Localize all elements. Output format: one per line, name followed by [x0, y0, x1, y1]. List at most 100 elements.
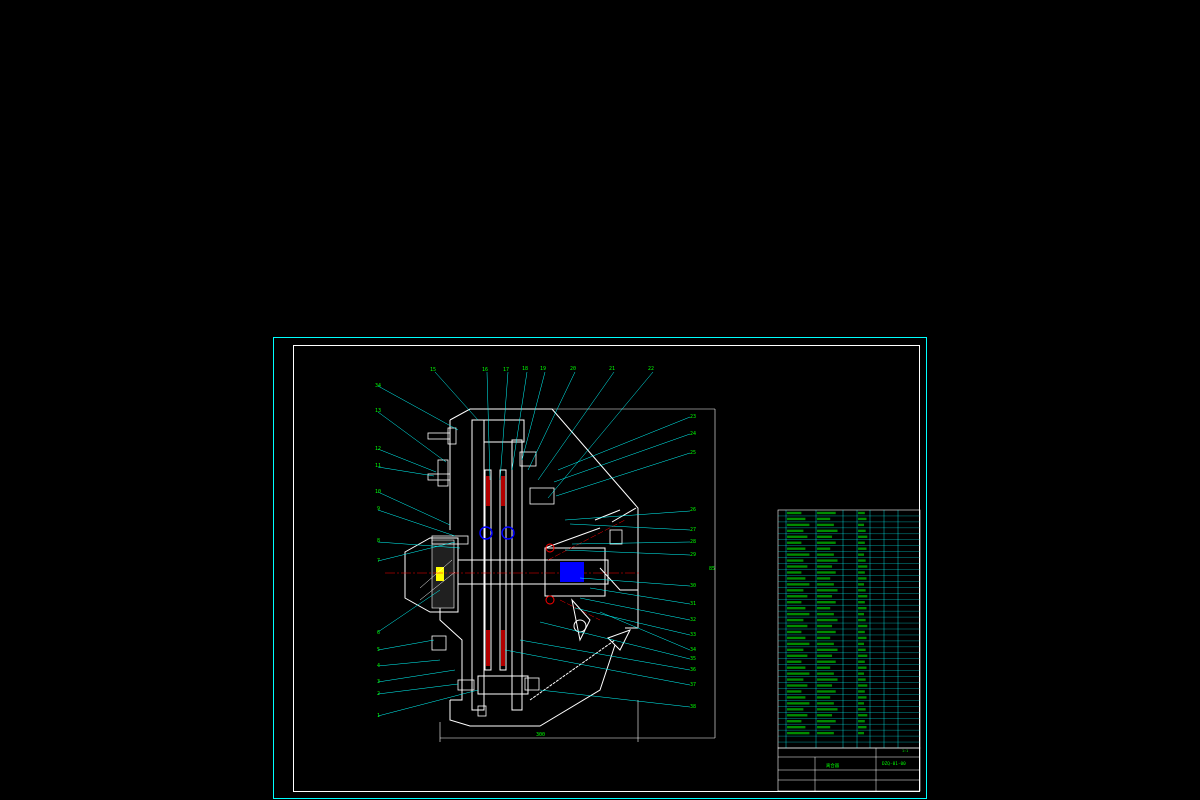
bom-cell-text	[817, 725, 831, 729]
bom-cell-text	[858, 529, 866, 533]
bom-cell-text	[858, 702, 864, 705]
bom-cell-text	[858, 595, 868, 598]
drawing-name: 离合器	[826, 762, 840, 769]
bom-cell-text	[787, 529, 804, 533]
part-label: 25	[690, 450, 696, 456]
part-label: 32	[690, 617, 696, 623]
bom-cell-text	[787, 589, 804, 592]
release-bearing	[545, 543, 584, 605]
bom-cell-text	[787, 511, 802, 515]
bom-cell-text	[787, 535, 808, 538]
bom-cell-text	[858, 708, 866, 711]
bom-cell-text	[858, 660, 865, 663]
part-label: 28	[690, 539, 696, 545]
part-label: 34	[690, 647, 696, 653]
bom-cell-text	[817, 660, 836, 663]
release-fork	[529, 509, 632, 701]
part-label: 2	[377, 691, 380, 697]
part-label: 17	[503, 367, 509, 373]
bom-cell-text	[787, 708, 804, 711]
bom-cell-text	[858, 630, 865, 634]
bom-cell-text	[787, 696, 806, 699]
bom-cell-text	[858, 731, 864, 735]
fork-centerline-lower	[559, 599, 601, 621]
sheet-inner-border	[293, 345, 920, 792]
bom-cell-text	[858, 559, 866, 562]
bom-cell-text	[858, 517, 867, 521]
part-label: 4	[377, 663, 380, 669]
bom-cell-text	[817, 618, 838, 622]
part-label: 33	[690, 632, 696, 638]
bom-cell-text	[817, 535, 833, 538]
bom-cell-text	[787, 553, 810, 556]
bom-cell-text	[787, 678, 804, 681]
bom-cell-text	[858, 606, 867, 610]
title-block: 离合器 DZQ-01-00 1:1	[777, 747, 921, 792]
bom-cell-text	[787, 630, 802, 634]
bom-cell-text	[858, 553, 864, 556]
part-label: 36	[690, 667, 696, 673]
bom-cell-text	[858, 672, 864, 675]
bom-cell-text	[858, 511, 865, 515]
bom-cell-text	[787, 618, 804, 622]
bom-cell-text	[858, 571, 865, 574]
bom-cell-text	[858, 577, 867, 580]
bom-cell-text	[817, 541, 836, 544]
bom-cell-text	[817, 731, 834, 735]
bom-cell-text	[817, 553, 834, 556]
part-label: 35	[690, 656, 696, 662]
part-label: 6	[377, 630, 380, 636]
bom-cell-text	[817, 714, 833, 717]
dimension-lines	[439, 408, 716, 742]
bom-cell-text	[817, 606, 831, 610]
bolts	[427, 427, 623, 717]
bom-cell-text	[787, 571, 802, 574]
bom-cell-text	[817, 601, 836, 604]
bom-cell-text	[858, 523, 864, 527]
flywheel-hub	[404, 537, 459, 613]
bom-cell-text	[858, 636, 867, 640]
part-label: 1	[377, 713, 380, 719]
bom-cell-text	[787, 577, 806, 580]
drawing-number: DZQ-01-00	[882, 761, 906, 767]
bom-cell-text	[858, 725, 867, 729]
bom-cell-text	[787, 654, 808, 657]
bom-cell-text	[787, 672, 810, 675]
bom-cell-text	[858, 535, 868, 538]
bom-cell-text	[858, 696, 867, 699]
release-fork-centerline	[547, 519, 626, 561]
leader-lines	[377, 371, 691, 717]
part-label: 3	[377, 679, 380, 685]
bom-cell-text	[787, 648, 804, 652]
bom-cell-text	[858, 666, 867, 669]
bom-cell-text	[787, 601, 802, 604]
part-label: 16	[482, 367, 488, 373]
bom-cell-text	[817, 547, 831, 550]
sheet-outer-border	[273, 337, 927, 799]
bom-cell-text	[787, 660, 802, 663]
bom-cell-text	[858, 624, 868, 628]
part-label: 12	[375, 446, 381, 452]
part-label: 30	[690, 583, 696, 589]
damper-springs	[479, 526, 515, 540]
part-label: 27	[690, 527, 696, 533]
bom-cell-text	[817, 624, 833, 628]
bom-cell-text	[817, 720, 836, 723]
bom-cell-text	[817, 630, 836, 634]
bom-cell-text	[787, 731, 810, 735]
bom-cell-text	[858, 690, 865, 693]
bom-cell-text	[817, 571, 836, 574]
part-label: 22	[648, 366, 654, 372]
part-label: 13	[375, 408, 381, 414]
bom-cell-text	[787, 523, 810, 527]
bom-cell-text	[787, 720, 802, 723]
bom-cell-text	[817, 523, 834, 527]
bom-cell-text	[858, 601, 865, 604]
bom-cell-text	[817, 690, 836, 693]
part-labels-left: 34 13 12 11 10 9 8 7 6 5 4 3 2 1	[375, 383, 381, 719]
bom-cell-text	[817, 517, 831, 521]
part-label: 26	[690, 507, 696, 513]
bom-cell-text	[817, 612, 834, 616]
part-label: 10	[375, 489, 381, 495]
